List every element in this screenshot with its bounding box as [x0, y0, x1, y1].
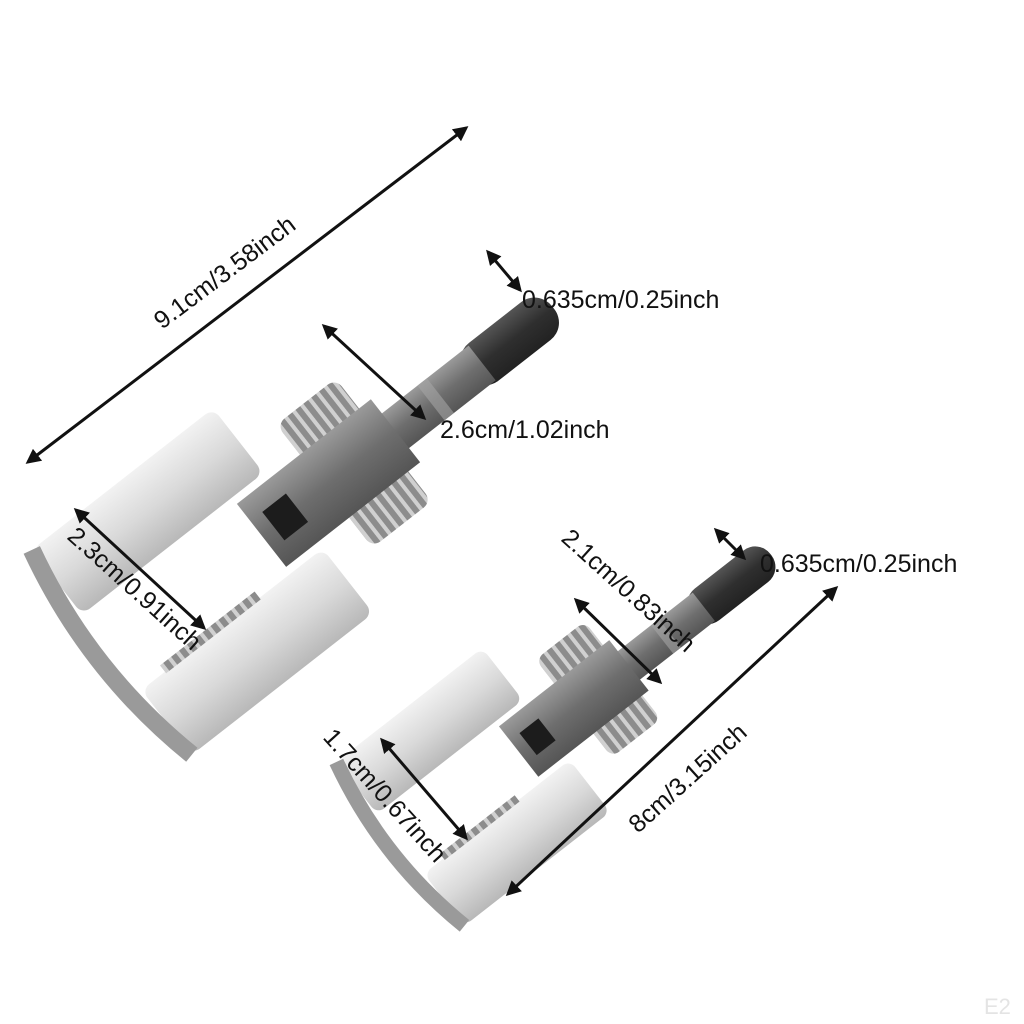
small-shank-label: 0.635cm/0.25inch [760, 550, 957, 578]
small-lower-jaw [427, 763, 607, 923]
large-shank-label: 0.635cm/0.25inch [522, 286, 719, 314]
small-shank-line [713, 527, 747, 561]
large-thread-line [321, 323, 427, 421]
small-length-line [505, 585, 839, 897]
watermark: E2 [984, 994, 1011, 1019]
large-lower-jaw [145, 552, 370, 751]
small-opening-line [380, 737, 468, 841]
large-thread-label: 2.6cm/1.02inch [440, 416, 610, 444]
small-length-label: 8cm/3.15inch [623, 718, 752, 838]
large-length-line [25, 126, 469, 464]
large-shank-line [486, 249, 522, 293]
large-shank-tip [460, 297, 559, 386]
large-opening-line [73, 507, 207, 631]
